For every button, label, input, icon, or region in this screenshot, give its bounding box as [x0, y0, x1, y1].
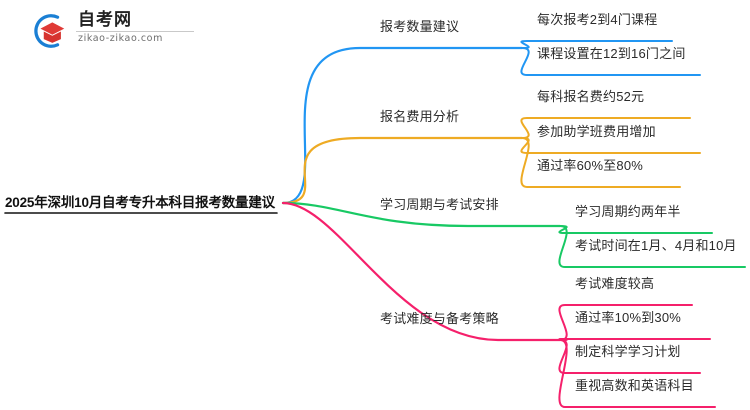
- mindmap-edge: [558, 225, 746, 268]
- mindmap-branch-4-leaf-2[interactable]: 通过率10%到30%: [575, 310, 682, 325]
- logo-url: zikao-zikao.com: [78, 33, 163, 44]
- mindmap-edge: [520, 117, 691, 139]
- mindmap-root-node[interactable]: 2025年深圳10月自考专升本科目报考数量建议: [5, 195, 275, 210]
- mindmap-branch-4-leaf-1[interactable]: 考试难度较高: [575, 276, 655, 291]
- mindmap-branch-1-label[interactable]: 报考数量建议: [380, 19, 460, 34]
- mindmap-edge: [520, 47, 701, 76]
- mindmap-branch-1-leaf-2[interactable]: 课程设置在12到16门之间: [537, 46, 686, 61]
- mindmap-edge: [558, 338, 711, 341]
- mindmap-branch-3-leaf-2[interactable]: 考试时间在1月、4月和10月: [575, 238, 737, 253]
- mindmap-branch-3-label[interactable]: 学习周期与考试安排: [380, 197, 499, 212]
- mindmap-branch-3-leaf-1[interactable]: 学习周期约两年半: [575, 204, 681, 219]
- mindmap-branch-4-label[interactable]: 考试难度与备考策略: [380, 311, 499, 326]
- mindmap-edge: [558, 225, 713, 234]
- mindmap-branch-4-leaf-3[interactable]: 制定科学学习计划: [575, 344, 681, 359]
- mindmap-edge: [281, 201, 562, 342]
- mindmap-edge: [520, 137, 681, 188]
- mindmap-edge: [520, 40, 673, 49]
- logo-name: 自考网: [78, 10, 132, 29]
- mindmap-edge: [558, 339, 716, 408]
- mindmap-branch-2-label[interactable]: 报名费用分析: [380, 109, 460, 124]
- mindmap-edge: [281, 136, 524, 205]
- mindmap-branch-4-leaf-4[interactable]: 重视高数和英语科目: [575, 378, 694, 393]
- logo-divider: [76, 31, 194, 32]
- mindmap-edge: [281, 201, 562, 228]
- mindmap-edge: [281, 46, 524, 205]
- site-logo: 自考网 zikao-zikao.com: [28, 8, 208, 54]
- mindmap-branch-2-leaf-2[interactable]: 参加助学班费用增加: [537, 124, 656, 139]
- mindmap-branch-2-leaf-3[interactable]: 通过率60%至80%: [537, 158, 644, 173]
- mindmap-edge: [520, 137, 701, 154]
- mindmap-branch-2-leaf-1[interactable]: 每科报名费约52元: [537, 89, 645, 104]
- logo-mark-icon: [34, 14, 65, 48]
- mindmap-branch-1-leaf-1[interactable]: 每次报考2到4门课程: [537, 12, 658, 27]
